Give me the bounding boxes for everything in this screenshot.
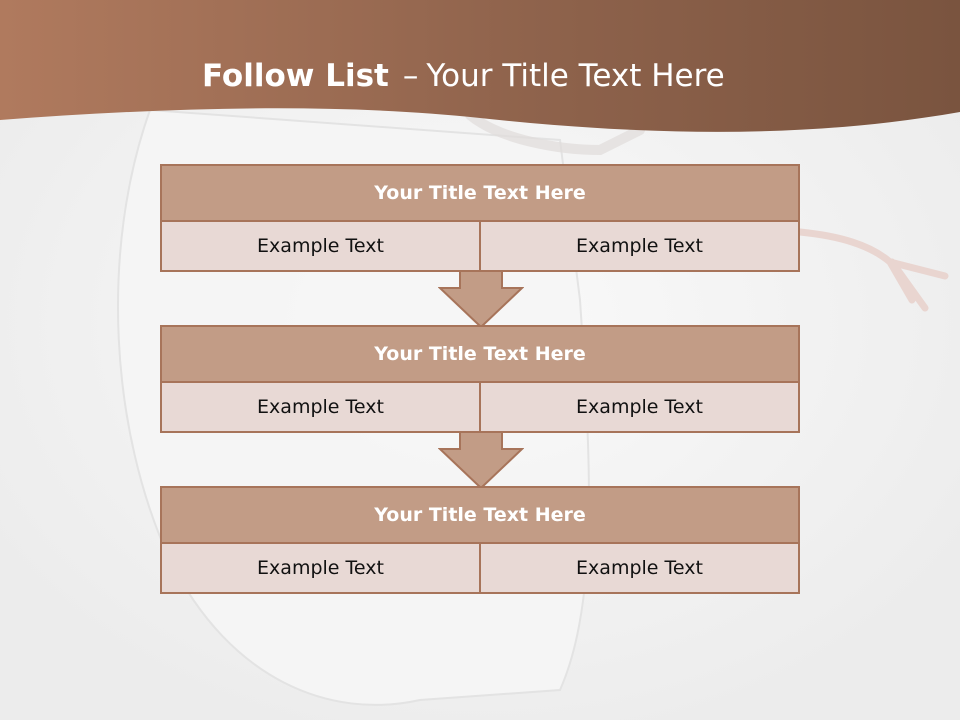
slide-title-dash: – [402,58,419,94]
header-band [0,0,960,132]
block-title: Your Title Text Here [160,164,800,222]
slide-title-bold: Follow List [202,58,389,94]
block-cell-left: Example Text [162,222,479,270]
block-cell-right: Example Text [479,383,798,431]
block-row: Example Text Example Text [160,383,800,433]
block-title: Your Title Text Here [160,325,800,383]
block-cell-right: Example Text [479,222,798,270]
block-title: Your Title Text Here [160,486,800,544]
block-cell-left: Example Text [162,544,479,592]
block-row: Example Text Example Text [160,544,800,594]
block-cell-left: Example Text [162,383,479,431]
block-row: Example Text Example Text [160,222,800,272]
block-cell-right: Example Text [479,544,798,592]
list-block: Your Title Text Here Example Text Exampl… [160,164,800,272]
list-block: Your Title Text Here Example Text Exampl… [160,325,800,433]
down-arrow-icon [438,270,524,328]
slide-title-rest: Your Title Text Here [426,58,725,94]
list-block: Your Title Text Here Example Text Exampl… [160,486,800,594]
slide-title: Follow List–Your Title Text Here [202,56,725,96]
down-arrow-icon [438,431,524,489]
